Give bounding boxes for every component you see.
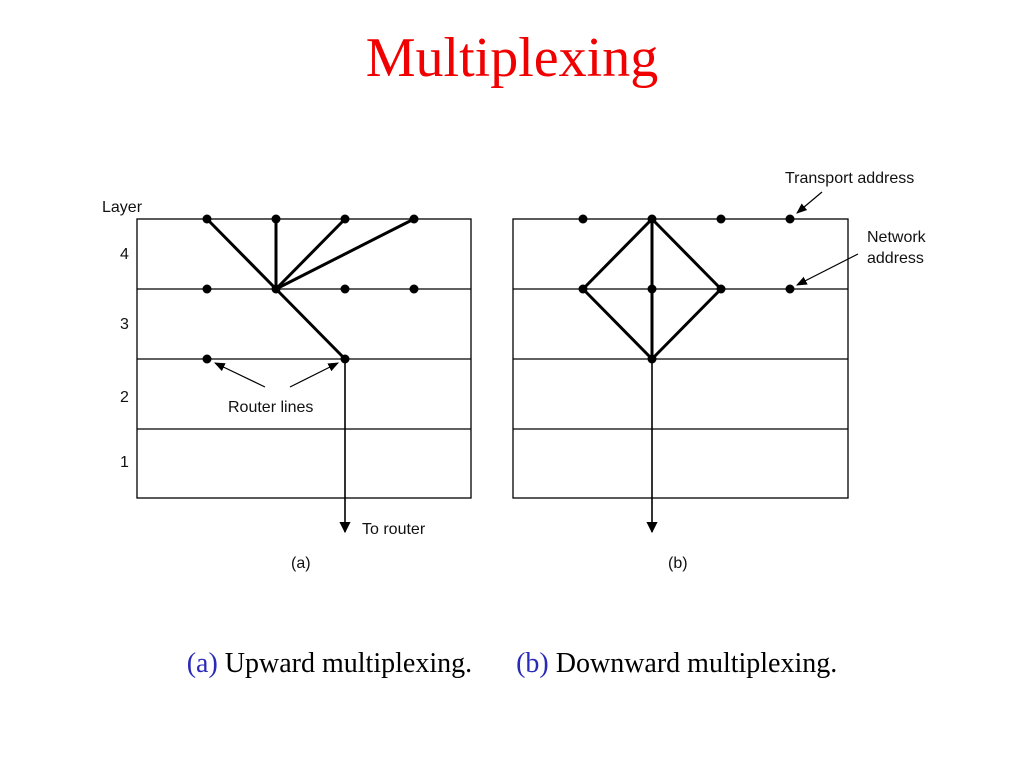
panel-b-frame [512, 218, 849, 499]
panel-b-dots [578, 214, 795, 364]
layer-label-4: 4 [120, 246, 129, 263]
caption-b-tag: (b) [516, 648, 549, 679]
slide-title: Multiplexing [365, 27, 659, 89]
layer-label-1: 1 [120, 454, 129, 471]
caption-b-text: Downward multiplexing. [555, 648, 838, 679]
caption-a-text: Upward multiplexing. [224, 648, 473, 679]
caption-a-tag: (a) [186, 648, 218, 679]
slide-caption: (a) Upward multiplexing. (b) Downward mu… [0, 650, 1024, 678]
layer-label-2: 2 [120, 389, 129, 406]
network-address-label-line2: address [867, 250, 924, 267]
to-router-label: To router [362, 521, 426, 538]
address-arrows [796, 191, 859, 286]
transport-address-label: Transport address [785, 170, 914, 187]
panel-b-label: (b) [668, 555, 688, 572]
panel-a-dots [202, 214, 419, 364]
network-address-label-line1: Network [867, 229, 927, 246]
panel-a-connections [205, 217, 416, 361]
layer-label-3: 3 [120, 316, 129, 333]
panel-a-label: (a) [291, 555, 311, 572]
router-lines-label: Router lines [228, 399, 313, 416]
layer-header: Layer [102, 199, 143, 216]
router-lines-arrows [214, 362, 339, 388]
